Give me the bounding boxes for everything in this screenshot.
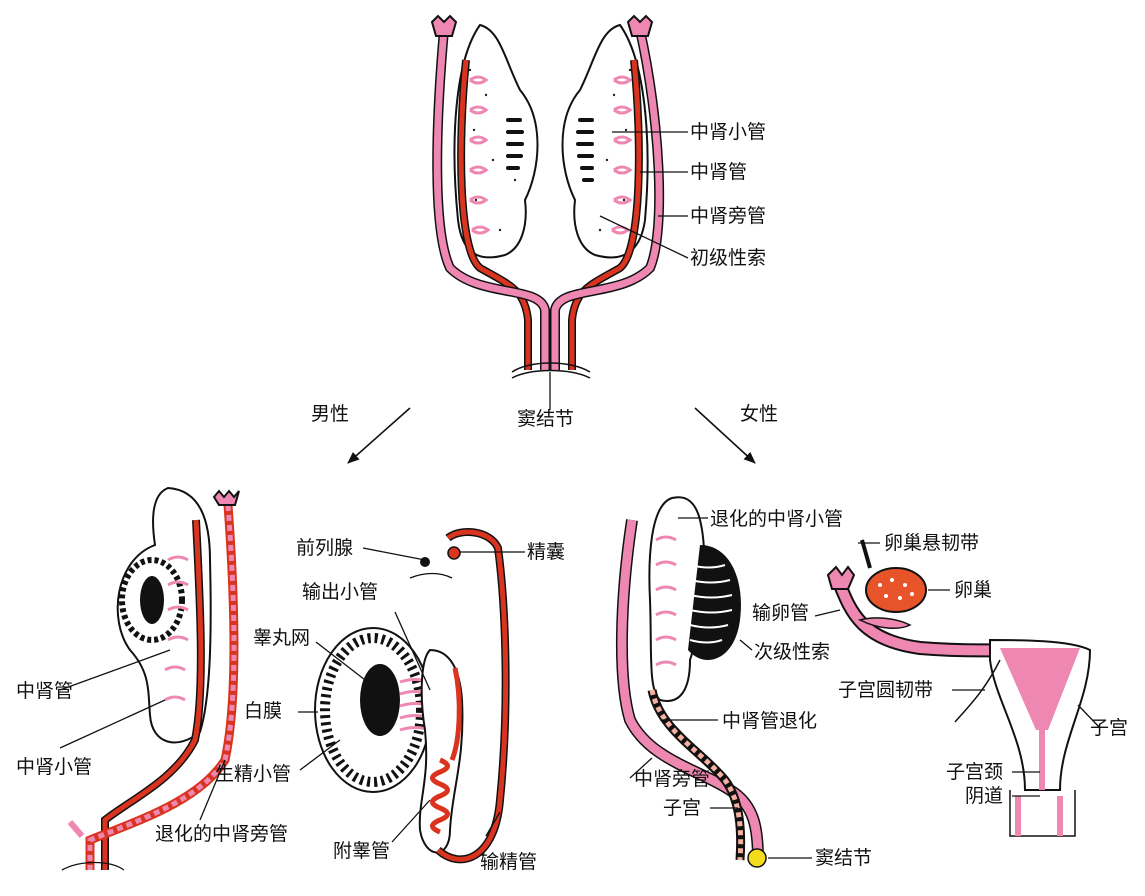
label-tunica-albuginea: 白膜 xyxy=(244,700,283,722)
male-arrow xyxy=(347,407,411,464)
rete-testis-center xyxy=(360,664,400,736)
label-seminal-vesicle: 精囊 xyxy=(527,541,566,563)
label-oviduct: 输卵管 xyxy=(752,602,810,624)
label-uterus-left: 子宫 xyxy=(663,797,702,819)
label-secondary-sex-cords: 次级性索 xyxy=(754,641,831,663)
label-round-ligament: 子宫圆韧带 xyxy=(838,679,934,701)
female-arrow xyxy=(694,407,756,464)
male-early-mesonephric-duct xyxy=(102,519,204,870)
label-suspensory-ligament: 卵巢悬韧带 xyxy=(884,532,980,554)
label-epididymal-duct: 附睾管 xyxy=(333,840,391,862)
label-top-mesonephric-duct: 中肾管 xyxy=(690,161,748,183)
female-paramesonephric-duct xyxy=(617,519,763,861)
label-prostate: 前列腺 xyxy=(296,537,354,559)
female-secondary-cords xyxy=(688,545,741,660)
label-rete-testis: 睾丸网 xyxy=(253,627,311,649)
seminal-vesicle xyxy=(447,546,461,560)
label-vas-deferens: 输精管 xyxy=(480,851,538,873)
ovary xyxy=(865,567,927,613)
prostate xyxy=(420,557,430,567)
top-sinus-wall xyxy=(511,362,591,373)
label-top-mesonephric-tubules: 中肾小管 xyxy=(690,121,767,143)
label-top-sinus-tubercle: 窦结节 xyxy=(517,408,575,430)
suspensory-ligament xyxy=(860,539,872,569)
seminiferous-tubules-mass xyxy=(320,633,426,787)
round-ligament xyxy=(954,659,1001,723)
label-cervix: 子宫颈 xyxy=(946,761,1004,783)
top-right-fimbria xyxy=(626,14,654,37)
vas-deferens xyxy=(436,529,509,862)
label-female-arrow: 女性 xyxy=(740,403,779,425)
label-male-mesonephric-tubules: 中肾小管 xyxy=(16,756,93,778)
label-degenerated-paramesonephric-duct: 退化的中肾旁管 xyxy=(155,823,289,845)
female-early-drawing xyxy=(615,496,812,868)
label-female-sinus-tubercle: 窦结节 xyxy=(815,847,873,869)
male-early-drawing xyxy=(59,486,240,871)
indifferent-stage-drawing xyxy=(430,14,689,410)
female-sinus-tubercle xyxy=(747,848,767,868)
label-female-paramesonephric-duct: 中肾旁管 xyxy=(634,768,711,790)
label-efferent-ductules: 输出小管 xyxy=(302,581,379,603)
label-ovary: 卵巢 xyxy=(954,579,993,601)
top-left-fimbria xyxy=(430,14,458,37)
female-adult-drawing xyxy=(814,539,1101,837)
label-top-paramesonephric-duct: 中肾旁管 xyxy=(690,205,767,227)
label-seminiferous-tubules: 生精小管 xyxy=(215,763,292,785)
top-sex-cords xyxy=(506,118,594,182)
label-male-arrow: 男性 xyxy=(311,403,350,425)
label-uterus-right: 子宫 xyxy=(1090,717,1129,739)
label-male-mesonephric-duct: 中肾管 xyxy=(16,680,74,702)
ovary-follicles xyxy=(878,578,914,600)
male-testis-drawing xyxy=(298,528,525,864)
male-early-cords xyxy=(119,557,185,643)
top-stipple xyxy=(465,68,635,242)
epididymal-duct xyxy=(430,757,450,835)
male-early-tubules xyxy=(164,555,189,702)
label-mesonephric-duct-regression: 中肾管退化 xyxy=(722,710,818,732)
male-early-body xyxy=(116,486,212,744)
female-degenerated-tubules xyxy=(655,535,677,667)
vagina xyxy=(1015,796,1063,836)
label-degenerated-mesonephric-tubules: 退化的中肾小管 xyxy=(710,508,844,530)
label-vagina: 阴道 xyxy=(965,785,1004,807)
label-top-primary-sex-cords: 初级性索 xyxy=(690,247,767,269)
